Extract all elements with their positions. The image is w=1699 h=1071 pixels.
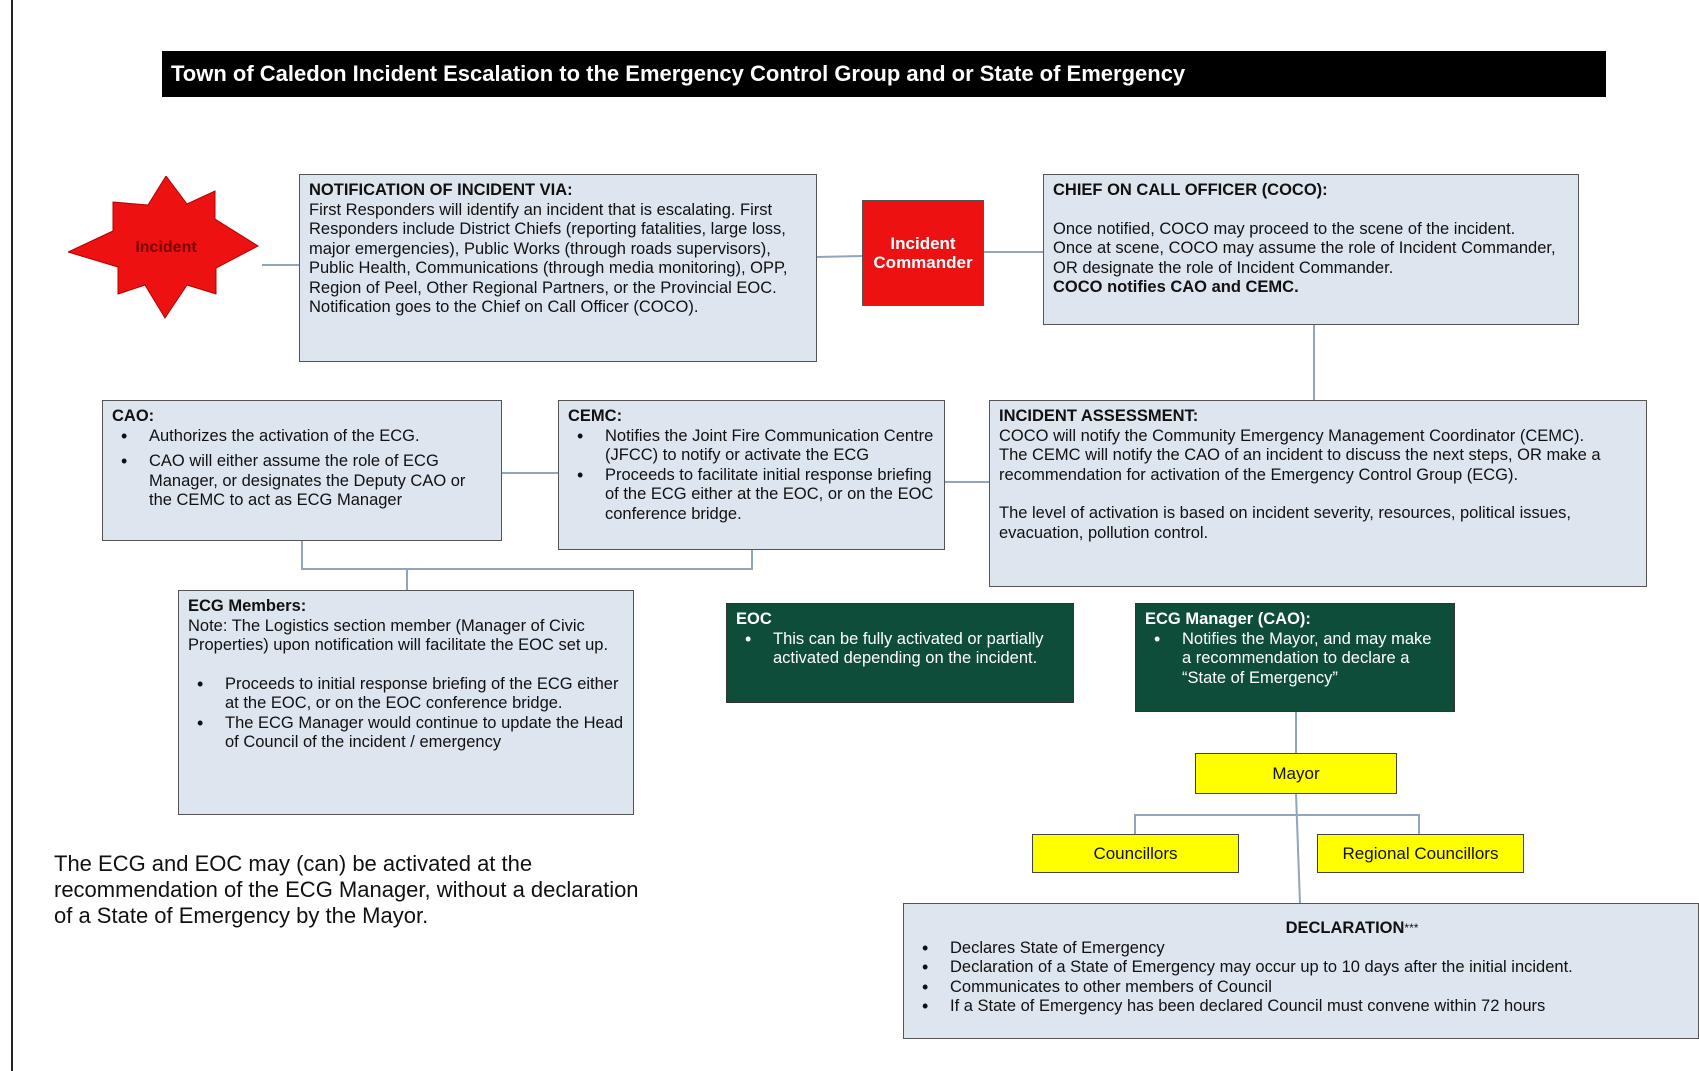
councillors-label: Councillors — [1093, 843, 1178, 863]
connector-cao-cemc-ecg — [301, 541, 753, 570]
cemc-list: Notifies the Joint Fire Communication Ce… — [568, 427, 935, 525]
cao-list: Authorizes the activation of the ECG. CA… — [112, 427, 492, 511]
ecg-manager-box: ECG Manager (CAO): Notifies the Mayor, a… — [1135, 603, 1455, 712]
regional-councillors-label: Regional Councillors — [1342, 843, 1499, 863]
coco-box: CHIEF ON CALL OFFICER (COCO): Once notif… — [1043, 174, 1579, 325]
cao-item: Authorizes the activation of the ECG. — [112, 427, 492, 447]
cemc-box: CEMC: Notifies the Joint Fire Communicat… — [558, 400, 945, 550]
notification-box: NOTIFICATION OF INCIDENT VIA: First Resp… — [299, 174, 817, 362]
coco-para-2: Once at scene, COCO may assume the role … — [1053, 239, 1556, 277]
footnote-text: The ECG and EOC may (can) be activated a… — [54, 851, 639, 928]
declaration-item: Declaration of a State of Emergency may … — [913, 958, 1689, 978]
connector-notification-commander — [816, 255, 863, 258]
coco-para-1: Once notified, COCO may proceed to the s… — [1053, 219, 1516, 238]
assessment-para-1: COCO will notify the Community Emergency… — [999, 426, 1585, 445]
coco-para-3: COCO notifies CAO and CEMC. — [1053, 278, 1299, 296]
cao-box: CAO: Authorizes the activation of the EC… — [102, 400, 502, 541]
eoc-box: EOC This can be fully activated or parti… — [726, 603, 1074, 703]
notification-heading: NOTIFICATION OF INCIDENT VIA: — [309, 181, 573, 199]
incident-assessment-box: INCIDENT ASSESSMENT: COCO will notify th… — [989, 400, 1647, 587]
ecg-manager-heading: ECG Manager (CAO): — [1145, 610, 1311, 628]
notification-body: First Responders will identify an incide… — [309, 200, 788, 317]
ecg-members-heading: ECG Members: — [188, 597, 307, 615]
diagram-title: Town of Caledon Incident Escalation to t… — [162, 51, 1606, 97]
eoc-list: This can be fully activated or partially… — [736, 630, 1064, 669]
coco-spacer — [1053, 201, 1569, 220]
cao-item: CAO will either assume the role of ECG M… — [112, 452, 492, 511]
declaration-item: Communicates to other members of Council — [913, 978, 1689, 998]
incident-label: Incident — [135, 239, 197, 256]
cao-heading: CAO: — [112, 407, 155, 425]
eoc-heading: EOC — [736, 610, 772, 628]
mayor-box: Mayor — [1195, 753, 1397, 794]
declaration-heading-suffix: *** — [1404, 921, 1419, 935]
ecg-manager-item: Notifies the Mayor, and may make a recom… — [1145, 630, 1445, 689]
ecg-members-spacer — [188, 656, 624, 675]
assessment-para-3: The level of activation is based on inci… — [999, 504, 1571, 542]
incident-commander-label: Incident Commander — [873, 233, 973, 273]
assessment-spacer — [999, 485, 1637, 504]
cemc-item: Notifies the Joint Fire Communication Ce… — [568, 427, 935, 466]
incident-star-icon — [66, 175, 260, 319]
ecg-members-item: The ECG Manager would continue to update… — [188, 714, 624, 753]
connector-mayor-declaration — [1295, 793, 1301, 904]
ecg-members-item: Proceeds to initial response briefing of… — [188, 675, 624, 714]
ecg-members-box: ECG Members: Note: The Logistics section… — [178, 590, 634, 815]
declaration-heading: DECLARATION — [1285, 919, 1405, 937]
eoc-item: This can be fully activated or partially… — [736, 630, 1064, 669]
cemc-heading: CEMC: — [568, 407, 623, 425]
declaration-item: Declares State of Emergency — [913, 939, 1689, 959]
assessment-heading: INCIDENT ASSESSMENT: — [999, 407, 1199, 425]
councillors-box: Councillors — [1032, 834, 1239, 873]
declaration-list: Declares State of Emergency Declaration … — [913, 939, 1689, 1017]
declaration-item: If a State of Emergency has been declare… — [913, 997, 1689, 1017]
assessment-para-2: The CEMC will notify the CAO of an incid… — [999, 446, 1601, 484]
cemc-item: Proceeds to facilitate initial response … — [568, 466, 935, 525]
coco-heading: CHIEF ON CALL OFFICER (COCO): — [1053, 181, 1328, 199]
ecg-manager-list: Notifies the Mayor, and may make a recom… — [1145, 630, 1445, 689]
connector-councillors-branch — [1134, 814, 1420, 834]
incident-star: Incident — [66, 175, 264, 320]
declaration-box: DECLARATION*** Declares State of Emergen… — [903, 903, 1699, 1039]
ecg-members-note: Note: The Logistics section member (Mana… — [188, 616, 609, 655]
incident-commander-box: Incident Commander — [862, 200, 984, 306]
regional-councillors-box: Regional Councillors — [1317, 834, 1524, 873]
mayor-label: Mayor — [1272, 763, 1320, 783]
left-margin-rule — [11, 0, 13, 1071]
ecg-members-list: Proceeds to initial response briefing of… — [188, 675, 624, 753]
declaration-heading-row: DECLARATION*** — [1015, 919, 1689, 939]
